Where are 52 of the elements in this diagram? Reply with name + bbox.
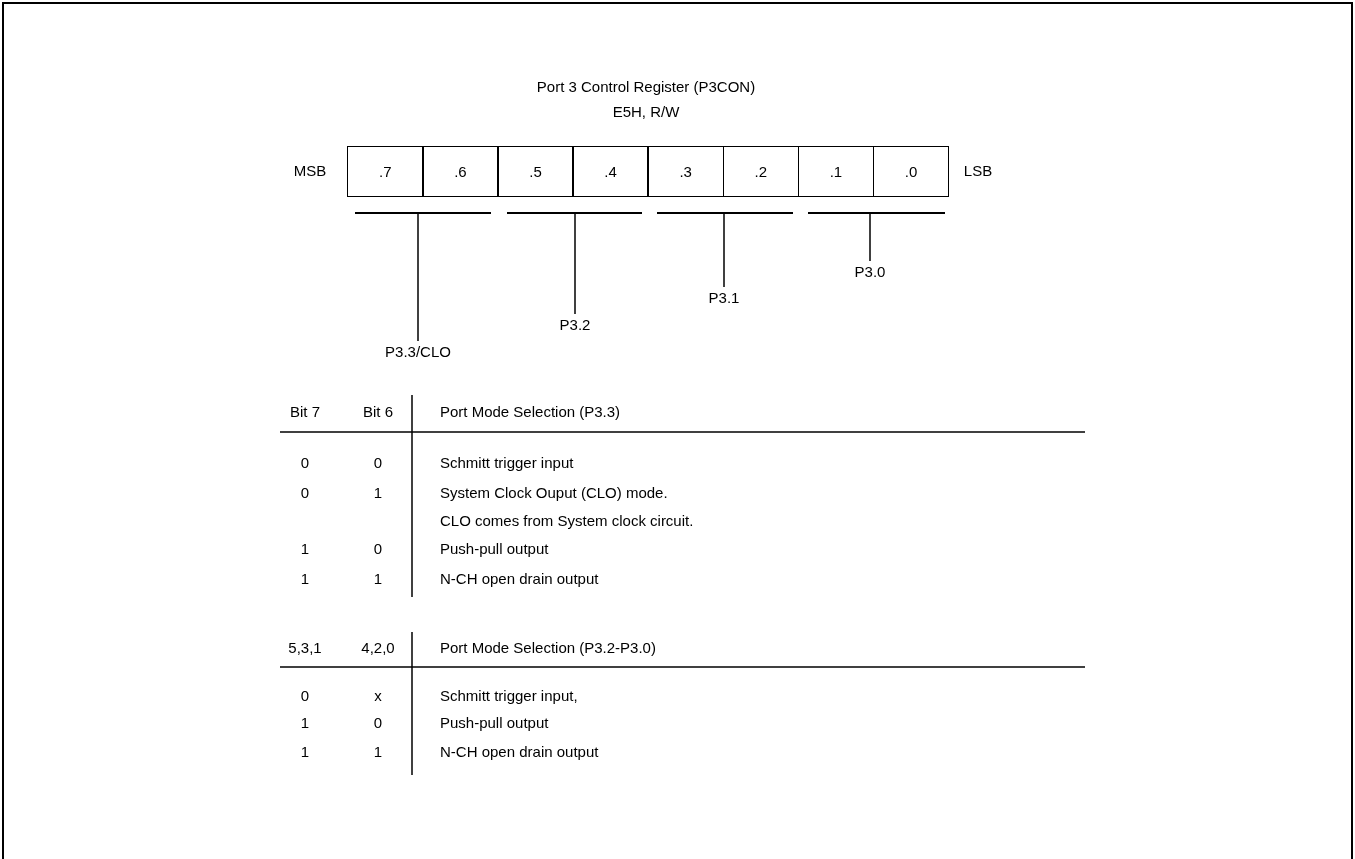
- column-header: Port Mode Selection (P3.3): [440, 403, 621, 421]
- column-header: 5,3,1: [288, 639, 322, 657]
- column-header: Bit 7: [290, 403, 320, 421]
- mode-description: Schmitt trigger input,: [440, 687, 578, 705]
- register-bit-cell: .4: [572, 146, 649, 197]
- bracket-line: [657, 212, 793, 214]
- leader-line: [574, 213, 576, 315]
- bit-value: 0: [373, 454, 383, 472]
- leader-line: [869, 213, 871, 262]
- mode-description: N-CH open drain output: [440, 570, 599, 588]
- mode-description: Push-pull output: [440, 540, 549, 558]
- register-bit-cell: .7: [347, 146, 424, 197]
- register-bit-cell: .0: [872, 146, 950, 197]
- bit-value: 1: [300, 570, 310, 588]
- register-title: Port 3 Control Register (P3CON): [536, 78, 756, 96]
- column-header: Port Mode Selection (P3.2-P3.0): [440, 639, 656, 657]
- leader-line: [417, 213, 419, 342]
- msb-label: MSB: [293, 162, 327, 180]
- bit-field-label: P3.2: [559, 316, 591, 334]
- register-bit-cell: .5: [497, 146, 574, 197]
- register-bit-cell: .3: [647, 146, 724, 197]
- bit-value: 1: [300, 743, 310, 761]
- lsb-label: LSB: [963, 162, 993, 180]
- bit-value: x: [374, 687, 382, 705]
- register-address: E5H, R/W: [612, 103, 680, 121]
- leader-line: [723, 213, 725, 288]
- bit-value: 1: [373, 743, 383, 761]
- bit-value: 1: [300, 540, 310, 558]
- bit-value: 0: [300, 454, 310, 472]
- bit-value: 1: [300, 714, 310, 732]
- mode-description: Schmitt trigger input: [440, 454, 574, 472]
- mode-description: N-CH open drain output: [440, 743, 599, 761]
- bracket-line: [507, 212, 642, 214]
- bit-field-label: P3.3/CLO: [385, 343, 451, 361]
- bracket-line: [355, 212, 491, 214]
- register-bit-cell: .6: [422, 146, 499, 197]
- bit-field-label: P3.0: [854, 263, 886, 281]
- bit-value: 0: [373, 540, 383, 558]
- bit-value: 0: [300, 484, 310, 502]
- mode-description: System Clock Ouput (CLO) mode.: [440, 484, 668, 502]
- bit-field-label: P3.1: [708, 289, 740, 307]
- register-bit-cell: .2: [722, 146, 800, 197]
- register-bit-cell: .1: [797, 146, 875, 197]
- bit-value: 1: [373, 484, 383, 502]
- mode-description: CLO comes from System clock circuit.: [440, 512, 694, 530]
- bracket-line: [808, 212, 945, 214]
- mode-description: Push-pull output: [440, 714, 549, 732]
- bit-value: 0: [373, 714, 383, 732]
- bit-value: 1: [373, 570, 383, 588]
- bit-value: 0: [300, 687, 310, 705]
- column-header: Bit 6: [363, 403, 393, 421]
- column-header: 4,2,0: [361, 639, 395, 657]
